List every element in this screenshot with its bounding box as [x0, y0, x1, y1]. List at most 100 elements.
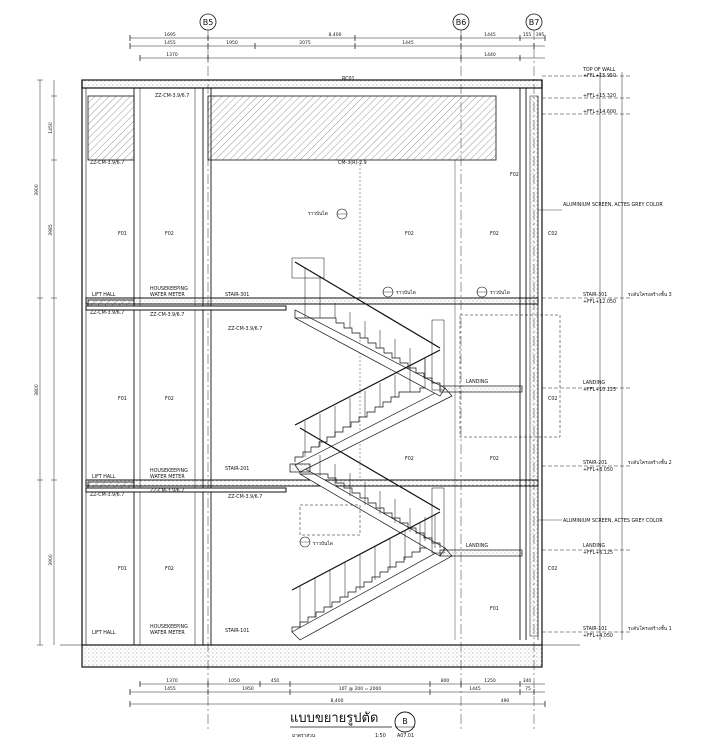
lift-hall-label-1: LIFT HALL: [92, 630, 116, 636]
stair-flight-1-slab: [291, 547, 453, 641]
left-dim-1: 3900: [34, 184, 40, 196]
aluminium-screen-callout-bottom: ALUMINIUM SCREEN, ACTES GREY COLOR: [563, 518, 663, 524]
top-dim-r2-4: 1445: [402, 40, 414, 46]
top-dim-r2-1: 1455: [164, 40, 176, 46]
level-stair201-value: +FFL+8.050: [583, 467, 613, 473]
wall-tag-6: ZZ-CM-3.9/6.7: [150, 488, 184, 494]
finish-tag-c02-3: C02: [548, 566, 557, 572]
top-dimension-texts: 1695 8,400 1445 155 395 1455 1950 2075 1…: [164, 32, 544, 58]
finish-tag-f02-3: F02: [165, 566, 174, 572]
level-stair301-thai: ระดับโครงสร้างชั้น 3: [628, 290, 672, 298]
finish-tag-f02-5: F02: [490, 231, 499, 237]
grid-bubble-b5: B5: [199, 13, 217, 31]
finish-tag-f02-1: F02: [165, 231, 174, 237]
bottom-dim-2: 1050: [228, 678, 240, 684]
wall-tag-3: ZZ-CM-3.9/6.7: [90, 310, 124, 316]
finish-tag-f02-7: F02: [490, 456, 499, 462]
stair-flight-4-steps: [295, 317, 441, 388]
water-meter-label-1: WATER METER: [150, 630, 185, 636]
left-dim-4: 3985: [48, 224, 54, 236]
top-dim-3: 1445: [484, 32, 496, 38]
finish-tags: F01 F01 F01 F02 F02 F02 F02 F02 F02 F02 …: [118, 172, 557, 612]
railing-flight-1: [291, 511, 441, 591]
building-outline: [60, 79, 580, 668]
top-dim-overall: 8,400: [329, 32, 342, 38]
railing-flight-4: [294, 261, 441, 349]
finish-tag-f01-3: F01: [118, 566, 127, 572]
railing-label-3: ราวบันได: [313, 540, 333, 547]
top-dim-r2-3: 2075: [299, 40, 311, 46]
bottom-dimension-texts: 1370 1050 450 1250 340 1455 1950 10T @ 2…: [164, 678, 531, 704]
level-landing-upper-value: +FFL+10.125: [583, 387, 616, 393]
stair-railings: [291, 257, 445, 627]
level-stair301-name: STAIR-301: [583, 292, 607, 298]
level-stair201-thai: ระดับโครงสร้างชั้น 2: [628, 458, 672, 466]
bottom-dim-overall: 8,400: [331, 698, 344, 704]
wall-tag-5: ZZ-CM-3.9/6.7: [150, 312, 184, 318]
level-landing-lower-value: +FFL+6.125: [583, 550, 613, 556]
top-dim-r2-2: 1950: [226, 40, 238, 46]
level-3-value: +FFL+14.600: [583, 109, 616, 115]
housekeeping-label-1: HOUSEKEEPING: [150, 624, 188, 630]
stair-flight-4-slab: [294, 309, 446, 397]
level-markers: TOP OF WALL +FFL+15.950 +FFL+15.320 +FFL…: [582, 67, 672, 639]
wall-tag-7: ZZ-CM-3.9/6.7: [228, 326, 262, 332]
railing-section-marks: ราวบันได ราวบันได ราวบันได ราวบันได: [299, 208, 510, 548]
grid-label-b6: B6: [456, 18, 467, 27]
finish-tag-f01-1: F01: [118, 231, 127, 237]
bottom-dim-r2-3: 10T @ 200 = 2000: [339, 686, 382, 692]
bottom-dim-r3-2: 490: [501, 698, 510, 704]
bottom-dim-1: 1370: [166, 678, 178, 684]
lift-wall-hatch: [87, 95, 135, 161]
level-2-value: +FFL+15.320: [583, 93, 616, 99]
finish-tag-c02-1: C02: [548, 231, 557, 237]
water-meter-label-3: WATER METER: [150, 292, 185, 298]
aluminium-screen-callouts: ALUMINIUM SCREEN, ACTES GREY COLOR ALUMI…: [538, 202, 663, 524]
finish-tag-f01-2: F01: [118, 396, 127, 402]
level-stair101-thai: ระดับโครงสร้างชั้น 1: [628, 624, 672, 632]
grid-bubble-b7: B7: [525, 13, 543, 31]
level-top-wall-name: TOP OF WALL: [582, 67, 616, 73]
top-beam-large: [207, 95, 497, 161]
level-stair301-value: +FFL+12.050: [583, 299, 616, 305]
cm-label: CM-3(R)-2.9: [338, 160, 367, 166]
level-stair101-value: +FFL+4.050: [583, 633, 613, 639]
stair-301-label: STAIR-301: [225, 292, 249, 298]
lift-hall-label-2: LIFT HALL: [92, 474, 116, 480]
wall-tag-8: ZZ-CM-3.9/6.7: [228, 494, 262, 500]
bottom-dim-4: 1250: [484, 678, 496, 684]
water-meter-label-2: WATER METER: [150, 474, 185, 480]
wall-tag-1: ZZ-CM-3.9/6.7: [155, 93, 189, 99]
top-dim-r3-1: 1370: [166, 52, 178, 58]
interior-walls: [133, 88, 527, 645]
grid-bubbles: B5 B6 B7: [199, 13, 543, 31]
left-dim-5: 3900: [48, 554, 54, 566]
drawing-scale: 1:50: [375, 733, 386, 739]
stair-flight-3-slab: [294, 387, 453, 473]
railing-mark-3: ราวบันได: [299, 536, 333, 548]
finish-tag-f02-6: F02: [405, 456, 414, 462]
sheet-number: A07.01: [397, 733, 414, 739]
top-beam-label: RC01: [342, 76, 355, 82]
finish-tag-c02-2: C02: [548, 396, 557, 402]
landing-mid: [289, 463, 311, 473]
railing-mark-1: ราวบันได: [476, 286, 510, 298]
wall-tag-2: ZZ-CM-3.9/6.7: [90, 160, 124, 166]
right-dimension-chain: [542, 72, 630, 640]
top-dim-5: 395: [536, 32, 545, 38]
housekeeping-label-3: HOUSEKEEPING: [150, 286, 188, 292]
railing-flight-2: [299, 427, 441, 511]
top-dim-4: 155: [523, 32, 532, 38]
railing-label-1: ราวบันได: [490, 289, 510, 296]
landing-label-upper: LANDING: [466, 379, 488, 385]
level-stair101-name: STAIR-101: [583, 626, 607, 632]
top-dim-r3-2: 1440: [484, 52, 496, 58]
bottom-dim-r2-1: 1455: [164, 686, 176, 692]
finish-tag-f02-8: F02: [510, 172, 519, 178]
level-stair201-name: STAIR-201: [583, 460, 607, 466]
detail-boxes: [299, 314, 561, 536]
stair-201-label: STAIR-201: [225, 466, 249, 472]
housekeeping-label-2: HOUSEKEEPING: [150, 468, 188, 474]
level-top-wall-value: +FFL+15.950: [583, 73, 616, 79]
